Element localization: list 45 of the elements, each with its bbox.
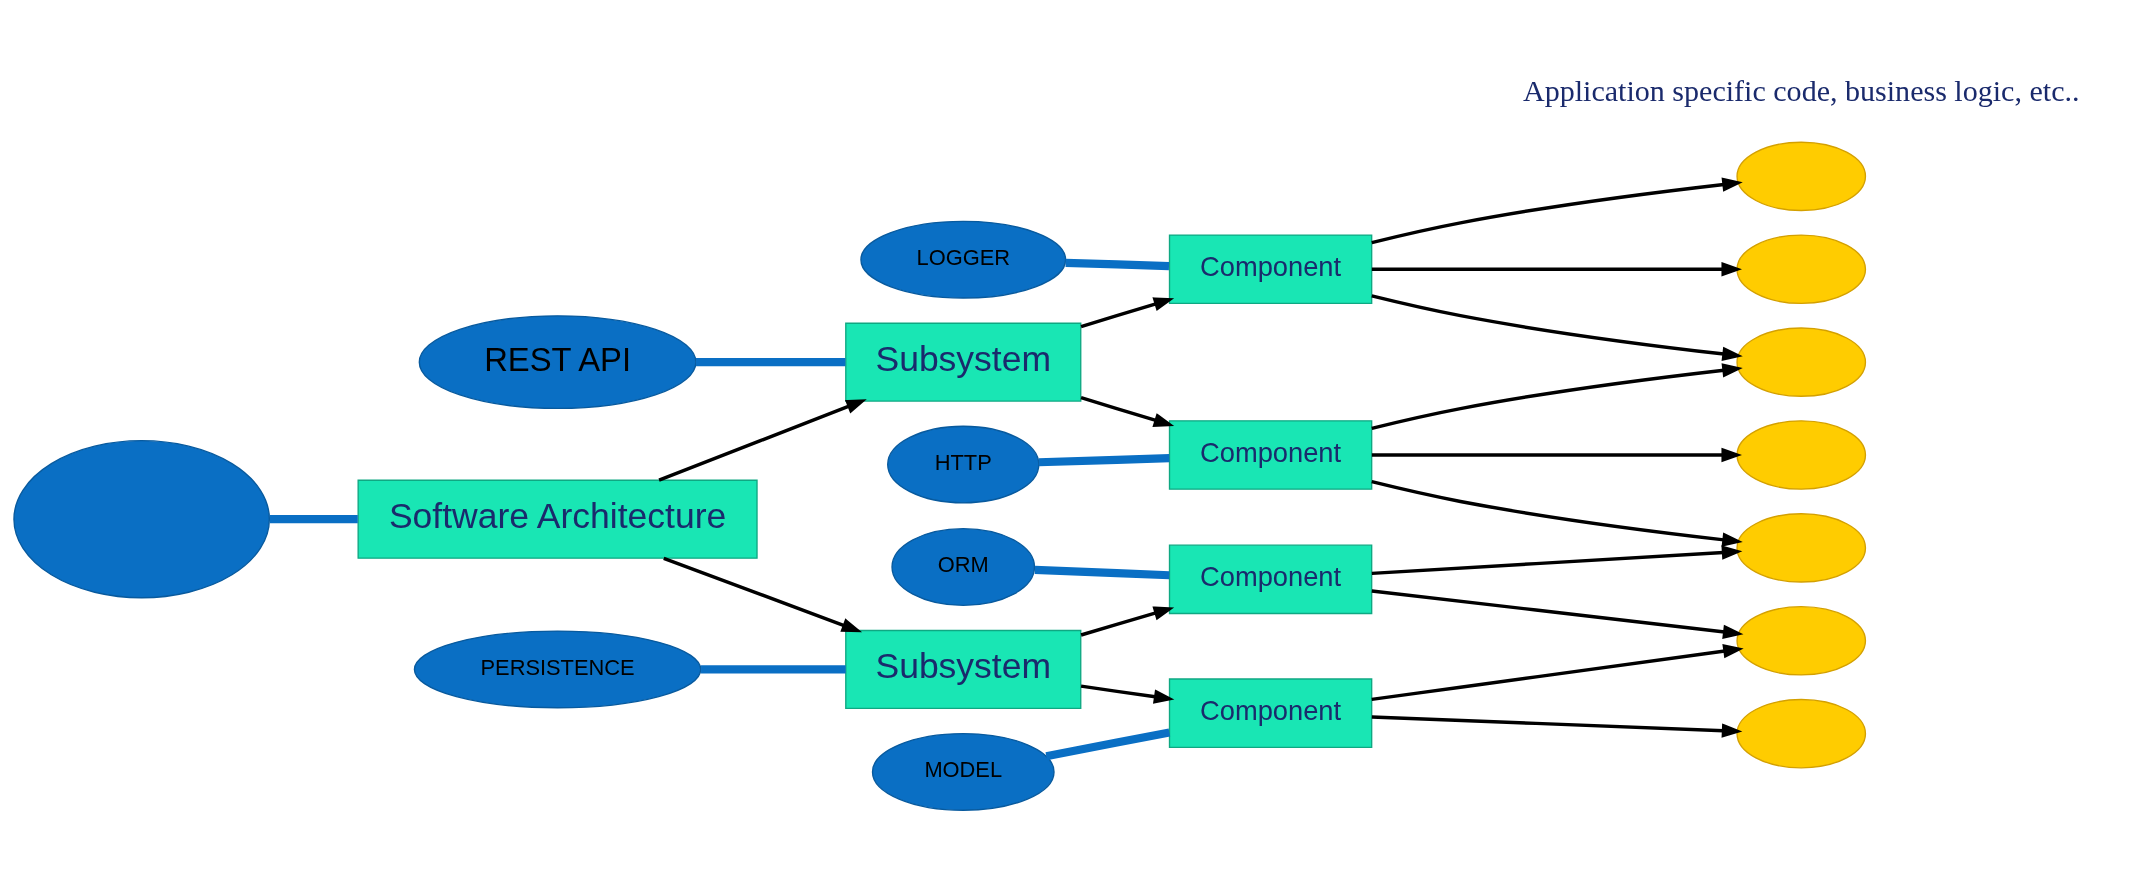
connector	[1038, 454, 1170, 467]
arrow	[1371, 715, 1743, 738]
node-ellipse	[1736, 141, 1867, 212]
node-box: Subsystem	[845, 322, 1082, 402]
arrow	[1371, 589, 1744, 639]
node-box: Software Architecture	[357, 479, 758, 559]
arrow	[1371, 644, 1744, 702]
connector	[701, 665, 846, 674]
node-ellipse	[1736, 513, 1867, 583]
arrow	[1080, 396, 1175, 427]
node-box: Component	[1168, 420, 1373, 490]
arrow	[1371, 294, 1743, 362]
node-bubble	[13, 440, 271, 599]
node-ellipse: PERSISTENCE	[413, 630, 702, 709]
connector	[269, 515, 358, 524]
arrow	[1371, 545, 1743, 576]
node-ellipse	[1736, 698, 1867, 769]
label: Application specific code, business logic, etc..	[1522, 73, 2080, 108]
node-ellipse	[1736, 420, 1867, 490]
node-ellipse	[1736, 234, 1867, 305]
arrow	[1371, 480, 1743, 547]
arrow	[1371, 177, 1743, 245]
node-box: Component	[1168, 234, 1373, 305]
node-ellipse: ORM	[891, 528, 1036, 607]
arrow	[1080, 606, 1175, 637]
node-ellipse: MODEL	[871, 732, 1055, 811]
arrow	[1371, 262, 1742, 277]
node-ellipse	[1736, 327, 1867, 397]
node-ellipse: LOGGER	[860, 220, 1067, 299]
node-ellipse: REST API	[418, 315, 697, 410]
arrow	[1371, 447, 1742, 463]
arrow	[658, 399, 867, 482]
node-ellipse: HTTP	[887, 425, 1040, 504]
connector	[1034, 565, 1170, 580]
arrow	[1371, 363, 1743, 430]
connector	[1045, 728, 1171, 761]
arrow	[1080, 297, 1175, 329]
connector	[1065, 258, 1170, 271]
node-box: Subsystem	[845, 629, 1082, 710]
node-box: Component	[1168, 678, 1373, 748]
arrow	[1080, 684, 1175, 704]
connector	[695, 358, 846, 367]
arrow	[663, 556, 863, 633]
node-box: Component	[1168, 544, 1373, 615]
node-ellipse	[1736, 605, 1867, 676]
